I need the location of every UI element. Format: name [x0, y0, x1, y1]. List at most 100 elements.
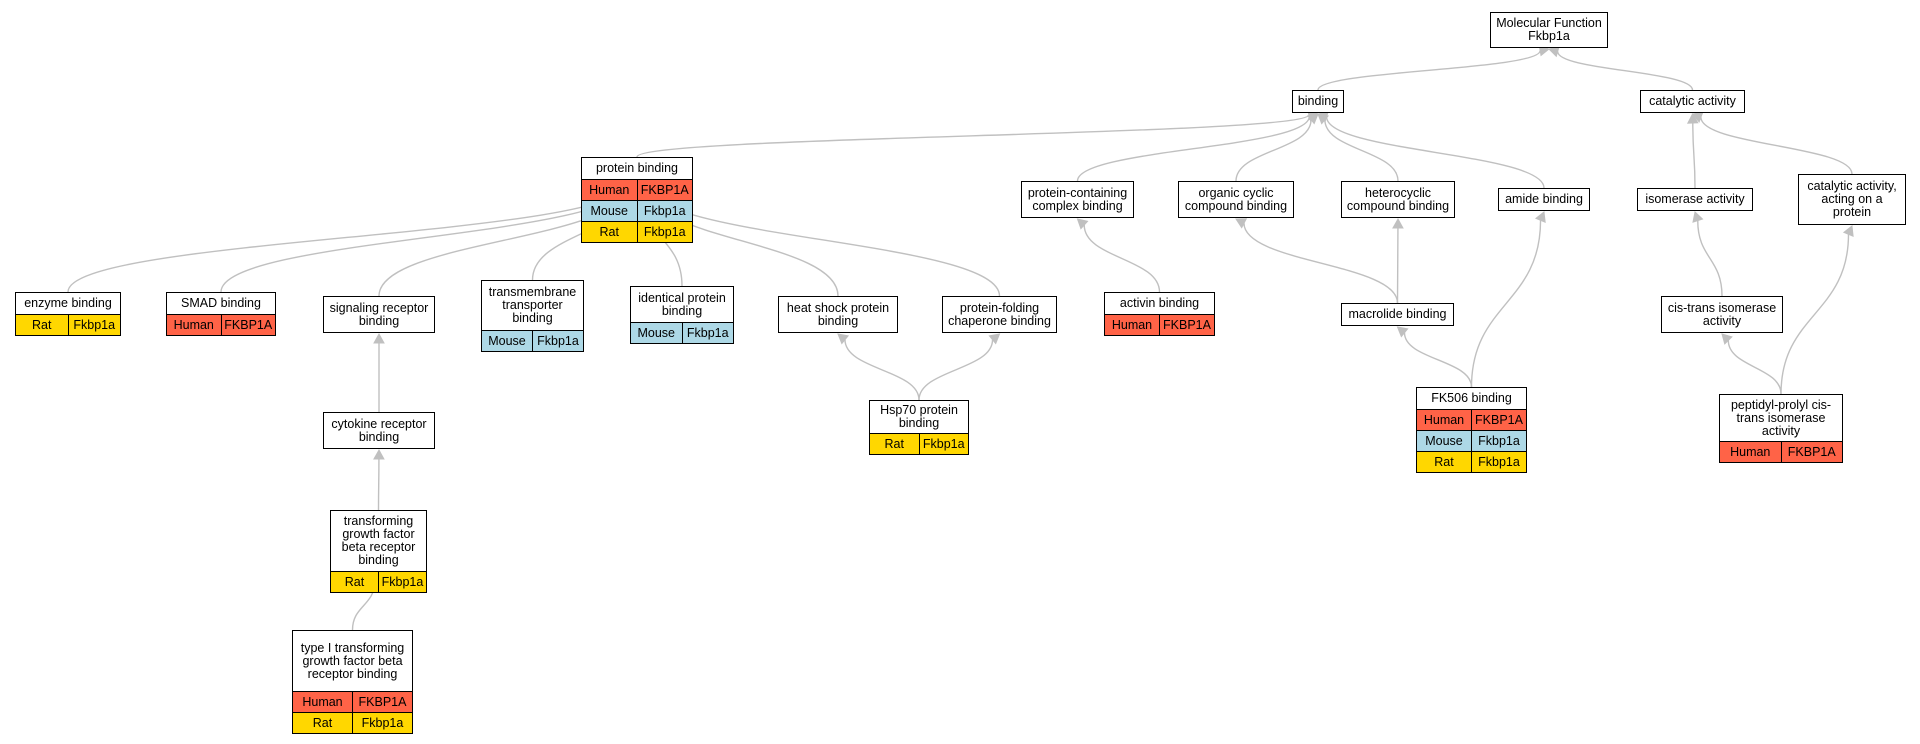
- edge-macrolide-to-occ_binding: [1243, 223, 1399, 304]
- species-row-human: Human FKBP1A: [1417, 409, 1526, 430]
- gene-symbol: Fkbp1a: [681, 323, 734, 343]
- gene-symbol: FKBP1A: [1780, 442, 1843, 462]
- gene-symbol: Fkbp1a: [636, 222, 693, 242]
- species-name: Human: [302, 695, 343, 709]
- edge-arrowhead: [1548, 45, 1560, 58]
- node-cytokine-receptor-binding[interactable]: cytokine receptor binding: [323, 412, 435, 449]
- edge-cat_protein-to-catalytic: [1700, 117, 1853, 175]
- gene-symbol: FKBP1A: [636, 180, 693, 200]
- species-row-rat: Rat Fkbp1a: [293, 712, 412, 733]
- node-amide-binding[interactable]: amide binding: [1498, 188, 1590, 211]
- gene-symbol: Fkbp1a: [1471, 452, 1526, 472]
- species-row-rat: Rat Fkbp1a: [870, 433, 968, 454]
- node-organic-cyclic-compound-binding[interactable]: organic cyclic compound binding: [1178, 181, 1294, 218]
- edge-amide_binding-to-binding: [1325, 116, 1545, 189]
- edge-arrowhead: [1076, 218, 1089, 230]
- edge-arrowhead: [1235, 218, 1248, 229]
- gene-symbol: Fkbp1a: [532, 331, 583, 351]
- species-name: Rat: [884, 437, 904, 451]
- node-heterocyclic-compound-binding[interactable]: heterocyclic compound binding: [1341, 181, 1455, 218]
- edge-hsp70-to-hsp_binding: [844, 339, 920, 401]
- node-protein-folding-chaperone-binding[interactable]: protein-folding chaperone binding: [942, 296, 1057, 333]
- edge-arrowhead: [373, 332, 385, 344]
- edge-occ_binding-to-binding: [1235, 119, 1312, 182]
- node-cis-trans-isomerase-activity[interactable]: cis-trans isomerase activity: [1661, 296, 1783, 333]
- edge-arrowhead: [1692, 211, 1704, 223]
- edge-catalytic-to-mf: [1556, 51, 1694, 91]
- edge-cistrans-to-isomerase: [1697, 220, 1723, 297]
- species-name: Rat: [312, 716, 333, 730]
- edge-arrowhead: [988, 333, 1001, 345]
- gene-symbol: FKBP1A: [1471, 410, 1526, 430]
- edge-arrowhead: [1721, 333, 1733, 345]
- gene-symbol: Fkbp1a: [1471, 431, 1526, 451]
- species-name: Rat: [1434, 455, 1454, 469]
- node-macrolide-binding[interactable]: macrolide binding: [1341, 303, 1454, 326]
- species-name: Mouse: [590, 204, 629, 218]
- gene-symbol: Fkbp1a: [67, 315, 121, 335]
- edge-peptidyl-to-cat_protein: [1780, 234, 1850, 395]
- species-row-mouse: Mouse Fkbp1a: [1417, 430, 1526, 451]
- gene-symbol: Fkbp1a: [636, 201, 693, 221]
- edge-peptidyl-to-cistrans: [1727, 340, 1782, 395]
- species-name: Human: [589, 183, 630, 197]
- species-name: Mouse: [488, 334, 526, 348]
- gene-symbol: Fkbp1a: [378, 572, 426, 592]
- edge-arrowhead: [1842, 225, 1854, 238]
- node-catalytic-activity[interactable]: catalytic activity: [1640, 90, 1745, 113]
- species-name: Human: [1423, 413, 1465, 427]
- species-row-human: Human FKBP1A: [1720, 441, 1842, 462]
- edge-activin-to-pcc_binding: [1083, 224, 1161, 293]
- node-peptidyl-prolyl-cis-trans-isomerase-activity[interactable]: peptidyl-prolyl cis-trans isomerase acti…: [1719, 394, 1843, 463]
- edge-hsp70-to-chaperone: [918, 339, 994, 401]
- node-type-i-tgf-beta-receptor-binding[interactable]: type I transforming growth factor beta r…: [292, 630, 413, 734]
- species-name: Human: [1730, 445, 1771, 459]
- species-row-mouse: Mouse Fkbp1a: [631, 322, 733, 343]
- gene-symbol: Fkbp1a: [918, 434, 969, 454]
- edge-arrowhead: [1691, 111, 1704, 123]
- edge-enzyme_binding-to-protein_binding: [67, 182, 629, 293]
- species-row-human: Human FKBP1A: [582, 179, 692, 200]
- edge-arrowhead: [1392, 217, 1404, 229]
- edge-isomerase-to-catalytic: [1692, 122, 1696, 189]
- edge-arrowhead: [1317, 111, 1329, 123]
- node-molecular-function[interactable]: Molecular Function Fkbp1a: [1490, 12, 1608, 48]
- node-tgf-beta-receptor-binding[interactable]: transforming growth factor beta receptor…: [330, 510, 427, 593]
- species-row-rat: Rat Fkbp1a: [1417, 451, 1526, 472]
- edge-smad_binding-to-protein_binding: [220, 183, 630, 293]
- edge-chaperone-to-protein_binding: [644, 183, 1001, 297]
- edge-arrowhead: [1686, 112, 1699, 124]
- edge-binding-to-mf: [1317, 50, 1541, 91]
- species-name: Mouse: [1425, 434, 1463, 448]
- node-protein-containing-complex-binding[interactable]: protein-containing complex binding: [1021, 181, 1134, 218]
- edge-arrowhead: [1306, 113, 1319, 125]
- node-heat-shock-protein-binding[interactable]: heat shock protein binding: [778, 296, 898, 333]
- species-name: Mouse: [637, 326, 676, 340]
- edge-arrowhead: [1534, 211, 1546, 224]
- node-binding[interactable]: binding: [1292, 90, 1344, 113]
- species-row-mouse: Mouse Fkbp1a: [482, 330, 583, 351]
- gene-symbol: Fkbp1a: [352, 713, 412, 733]
- edge-fk506-to-amide_binding: [1470, 220, 1542, 388]
- species-name: Rat: [599, 225, 619, 239]
- node-isomerase-activity[interactable]: isomerase activity: [1637, 188, 1753, 211]
- edge-protein_binding-to-binding: [636, 113, 1310, 158]
- node-signaling-receptor-binding[interactable]: signaling receptor binding: [323, 296, 435, 333]
- gene-symbol: FKBP1A: [220, 315, 276, 335]
- node-catalytic-activity-acting-on-protein[interactable]: catalytic activity, acting on a protein: [1798, 174, 1906, 225]
- edge-arrowhead: [373, 448, 385, 460]
